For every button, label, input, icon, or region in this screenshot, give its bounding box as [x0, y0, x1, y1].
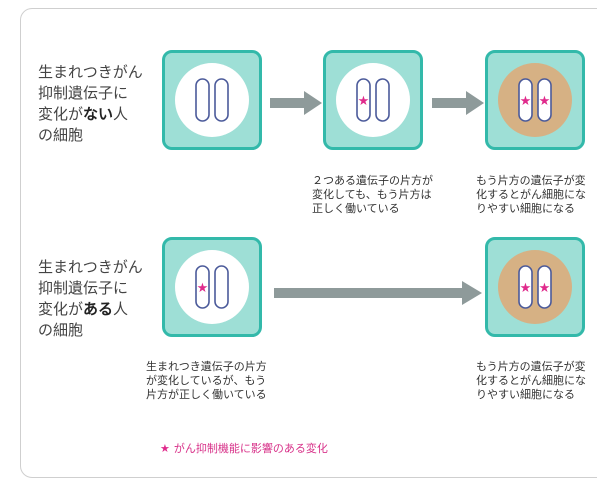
chromosome-right	[537, 265, 552, 309]
chromosome-left	[518, 265, 533, 309]
cell-normal-row1-graphic	[175, 63, 249, 137]
chromosome-right	[537, 78, 552, 122]
chromosome-right	[375, 78, 390, 122]
row-label-no-change: 生まれつきがん 抑制遺伝子に 変化がない人 の細胞	[38, 63, 143, 144]
caption-row2-step3: もう片方の遺伝子が変 化するとがん細胞にな りやすい細胞になる	[476, 360, 586, 401]
nucleus-normal	[175, 63, 249, 137]
cell-one-change-row2-graphic: ★	[175, 250, 249, 324]
mutation-star-icon: ★	[520, 94, 532, 109]
chromosome-left	[518, 78, 533, 122]
mutation-star-icon: ★	[520, 281, 532, 296]
chromosome-left	[195, 78, 210, 122]
cell-tumor-prone-row2: ★ ★	[485, 237, 585, 337]
nucleus-tumor-prone	[498, 63, 572, 137]
caption-row2-step1: 生まれつき遺伝子の片方 が変化しているが、もう 片方が正しく働いている	[146, 360, 267, 401]
legend-text: がん抑制機能に影響のある変化	[173, 442, 328, 455]
nucleus-normal	[175, 250, 249, 324]
mutation-star-icon: ★	[539, 94, 551, 109]
cell-one-change-row2: ★	[162, 237, 262, 337]
arrow-row1-a	[270, 91, 322, 115]
nucleus-tumor-prone	[498, 250, 572, 324]
legend: ★がん抑制機能に影響のある変化	[160, 440, 328, 456]
arrow-row1-b	[432, 91, 484, 115]
row-label-has-change: 生まれつきがん 抑制遺伝子に 変化がある人 の細胞	[38, 258, 143, 339]
mutation-star-icon: ★	[197, 281, 209, 296]
cell-one-change-row1-graphic: ★	[336, 63, 410, 137]
mutation-star-icon: ★	[539, 281, 551, 296]
chromosome-right	[214, 78, 229, 122]
mutation-star-icon: ★	[358, 94, 370, 109]
chromosome-left	[356, 78, 371, 122]
caption-row1-step2: ２つある遺伝子の片方が 変化しても、もう片方は 正しく働いている	[312, 174, 433, 215]
cell-tumor-prone-row2-graphic: ★ ★	[498, 250, 572, 324]
chromosome-right	[214, 265, 229, 309]
nucleus-normal	[336, 63, 410, 137]
cell-normal-row1	[162, 50, 262, 150]
arrow-row2	[274, 281, 482, 305]
cell-one-change-row1: ★	[323, 50, 423, 150]
caption-row1-step3: もう片方の遺伝子が変 化するとがん細胞にな りやすい細胞になる	[476, 174, 586, 215]
cell-tumor-prone-row1-graphic: ★ ★	[498, 63, 572, 137]
cell-tumor-prone-row1: ★ ★	[485, 50, 585, 150]
chromosome-left	[195, 265, 210, 309]
legend-star-icon: ★	[160, 442, 170, 455]
